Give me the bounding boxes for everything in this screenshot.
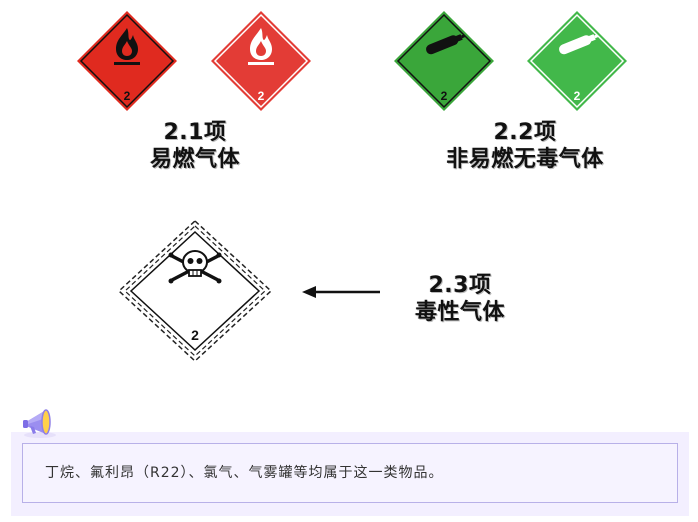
nonflammable-caption: 2.2项 非易燃无毒气体 xyxy=(425,119,625,173)
gas-cylinder-icon xyxy=(426,34,465,55)
non-flammable-gas-sign-light: 2 xyxy=(527,11,627,111)
flammable-code: 2.1项 xyxy=(163,120,227,145)
nonflammable-name: 非易燃无毒气体 xyxy=(446,147,604,172)
class-number: 2 xyxy=(191,327,199,343)
flammable-caption: 2.1项 易燃气体 xyxy=(125,119,265,173)
megaphone-icon xyxy=(23,409,56,438)
class-number: 2 xyxy=(574,89,581,103)
toxic-gas-sign: 2 xyxy=(117,219,273,363)
class-number: 2 xyxy=(258,89,265,103)
toxic-code: 2.3项 xyxy=(428,273,492,298)
left-arrow-icon xyxy=(302,286,380,298)
class-number: 2 xyxy=(441,89,448,103)
non-flammable-gas-sign-dark: 2 xyxy=(394,11,494,111)
flammable-gas-sign-dark: 2 xyxy=(77,11,177,111)
flame-icon xyxy=(248,28,274,65)
toxic-caption: 2.3项 毒性气体 xyxy=(395,272,525,326)
flammable-name: 易燃气体 xyxy=(149,147,240,172)
gas-cylinder-icon xyxy=(559,34,598,55)
nonflammable-code: 2.2项 xyxy=(493,120,557,145)
flammable-gas-sign-light: 2 xyxy=(211,11,311,111)
note-box: 丁烷、氟利昂（R22）、氯气、气雾罐等均属于这一类物品。 xyxy=(22,443,678,503)
note-text: 丁烷、氟利昂（R22）、氯气、气雾罐等均属于这一类物品。 xyxy=(45,465,444,481)
class-number: 2 xyxy=(124,89,131,103)
flame-icon xyxy=(114,28,140,65)
skull-crossbones-icon xyxy=(168,250,222,284)
toxic-name: 毒性气体 xyxy=(414,300,505,325)
